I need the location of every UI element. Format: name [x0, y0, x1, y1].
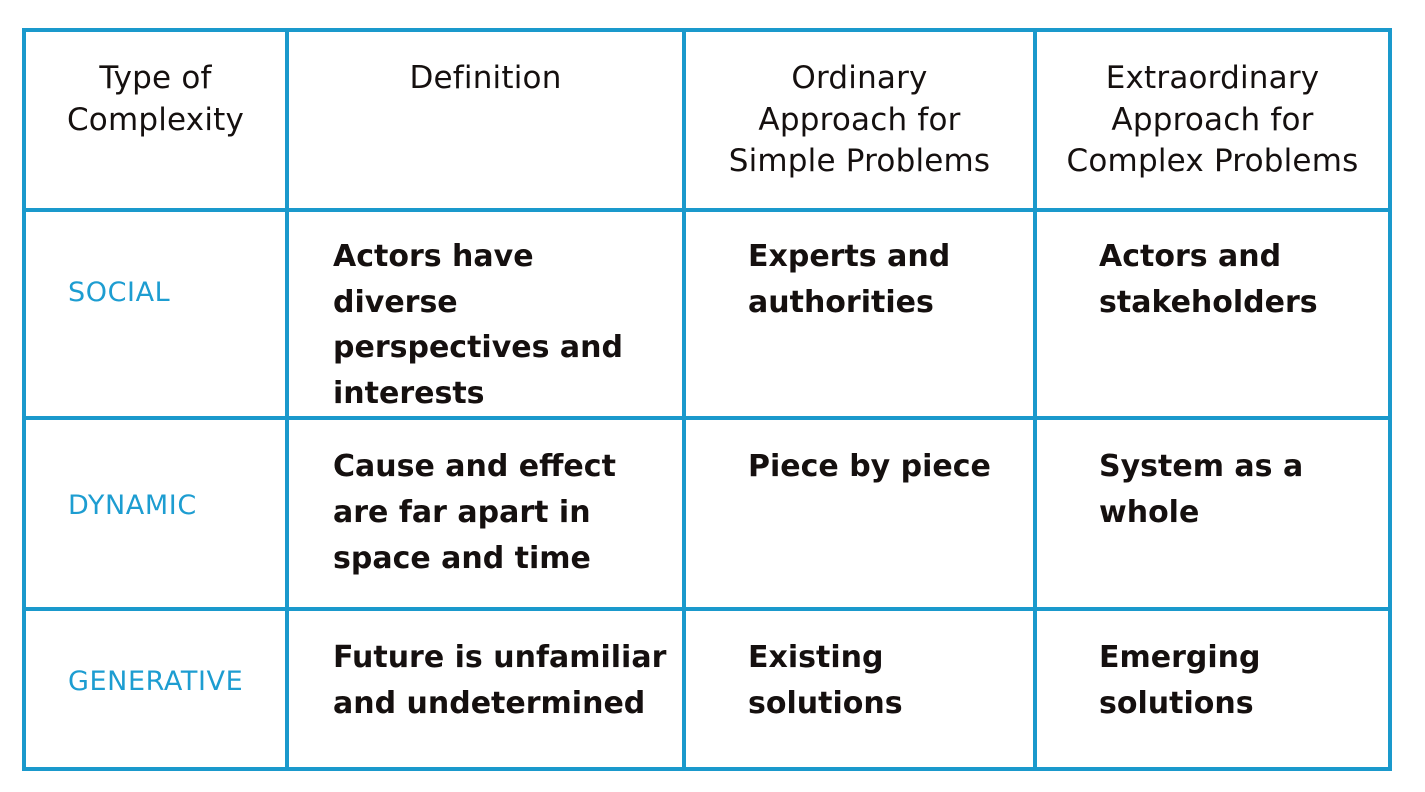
text-line: interests	[333, 375, 485, 411]
cell-ordinary-approach: Existing solutions	[682, 607, 1037, 772]
text-line: stakeholders	[1099, 284, 1318, 320]
header-line: Approach for	[1111, 101, 1314, 138]
header-line: Complexity	[66, 101, 245, 138]
column-header-ordinary-approach-text: Ordinary Approach for Simple Problems	[686, 32, 1033, 183]
column-header-type-of-complexity: Type of Complexity	[22, 28, 289, 212]
cell-definition: Cause and effect are far apart in space …	[285, 416, 686, 612]
column-header-type-of-complexity-text: Type of Complexity	[26, 32, 285, 141]
text-line: Piece by piece	[748, 449, 991, 485]
text-line: space and time	[333, 540, 591, 576]
text-line: Actors and	[1099, 239, 1282, 274]
text-line: are far apart in	[333, 494, 591, 530]
cell-extraordinary-approach: System as a whole	[1033, 416, 1392, 612]
cell-definition: Future is unfamiliar and undetermined	[285, 607, 686, 772]
table-row: SOCIAL Actors have diverse perspectives …	[22, 207, 1392, 421]
text-line: Cause and effect	[333, 449, 616, 485]
definition-text: Future is unfamiliar and undetermined	[289, 611, 682, 726]
column-header-extraordinary-approach-text: Extraordinary Approach for Complex Probl…	[1037, 32, 1388, 183]
complexity-type-label: GENERATIVE	[68, 666, 244, 698]
cell-extraordinary-approach: Actors and stakeholders	[1033, 207, 1392, 421]
definition-text: Cause and effect are far apart in space …	[289, 420, 682, 581]
cell-ordinary-approach: Piece by piece	[682, 416, 1037, 612]
header-line: Approach for	[758, 101, 961, 138]
ordinary-approach-text: Experts and authorities	[686, 212, 1033, 325]
cell-ordinary-approach: Experts and authorities	[682, 207, 1037, 421]
header-line: Definition	[409, 60, 562, 96]
cell-complexity-type: SOCIAL	[22, 207, 289, 421]
text-line: Future is unfamiliar	[333, 640, 667, 676]
header-line: Simple Problems	[728, 143, 991, 180]
text-line: authorities	[748, 284, 934, 320]
cell-complexity-type: DYNAMIC	[22, 416, 289, 612]
column-header-definition: Definition	[285, 28, 686, 212]
header-line: Ordinary	[791, 60, 928, 96]
text-line: Experts and	[748, 239, 951, 274]
text-line: whole	[1099, 494, 1200, 530]
definition-text: Actors have diverse perspectives and int…	[289, 212, 682, 416]
cell-complexity-type: GENERATIVE	[22, 607, 289, 772]
text-line: solutions	[1099, 685, 1254, 721]
column-header-ordinary-approach: Ordinary Approach for Simple Problems	[682, 28, 1037, 212]
table-header-row: Type of Complexity Definition Ordinary A…	[22, 28, 1392, 212]
complexity-type-label: SOCIAL	[68, 277, 171, 308]
complexity-type-label: DYNAMIC	[68, 490, 197, 522]
text-line: and undetermined	[333, 685, 646, 721]
ordinary-approach-text: Existing solutions	[686, 611, 1033, 726]
cell-definition: Actors have diverse perspectives and int…	[285, 207, 686, 421]
ordinary-approach-text: Piece by piece	[686, 420, 1033, 490]
header-line: Complex Problems	[1066, 143, 1359, 180]
header-line: Extraordinary	[1105, 60, 1320, 96]
table-row: GENERATIVE Future is unfamiliar and unde…	[22, 607, 1392, 772]
column-header-definition-text: Definition	[289, 32, 682, 100]
extraordinary-approach-text: Emerging solutions	[1037, 611, 1388, 726]
extraordinary-approach-text: Actors and stakeholders	[1037, 212, 1388, 325]
table-row: DYNAMIC Cause and effect are far apart i…	[22, 416, 1392, 612]
complexity-comparison-table: Type of Complexity Definition Ordinary A…	[22, 28, 1392, 772]
extraordinary-approach-text: System as a whole	[1037, 420, 1388, 535]
header-line: Type of	[99, 60, 212, 96]
text-line: Emerging	[1099, 640, 1261, 676]
column-header-extraordinary-approach: Extraordinary Approach for Complex Probl…	[1033, 28, 1392, 212]
text-line: perspectives and	[333, 330, 623, 366]
text-line: solutions	[748, 685, 903, 721]
text-line: Actors have diverse	[333, 239, 534, 320]
text-line: System as a	[1099, 449, 1304, 485]
cell-extraordinary-approach: Emerging solutions	[1033, 607, 1392, 772]
text-line: Existing	[748, 640, 884, 676]
